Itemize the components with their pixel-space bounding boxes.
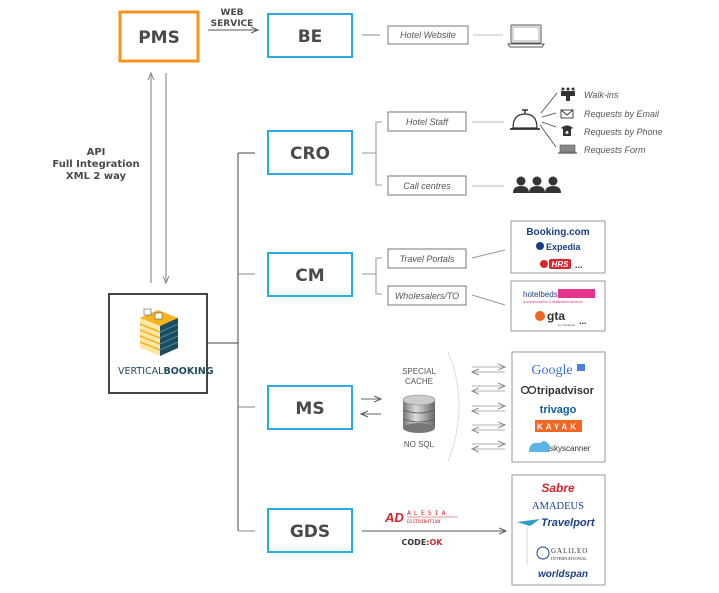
google-hotel-icon [577,364,585,371]
gds-logos: Sabre AMADEUS Travelport GALILEO INTERNA… [511,474,606,586]
galileo-globe-icon [536,546,550,560]
metasearch-logos: Google tripadvisor trivago KAYAK skyscan… [511,351,606,463]
trivago-logo: trivago [540,404,577,416]
gta-logo: gta [547,309,565,323]
walk-ins-icon [561,87,575,101]
amadeus-logo: AMADEUS [532,501,584,512]
wholesalers-more: ... [579,316,587,326]
wholesalers-box [387,285,467,306]
hotelbeds-logo: hotelbeds [523,290,558,299]
cache-label-1: SPECIAL [402,367,436,376]
galileo-logo: GALILEO [551,547,588,555]
be-node: BE [267,13,353,58]
api-label-2: Full Integration [52,159,139,170]
cache-label-2: CACHE [405,377,433,386]
api-label-1: API [87,147,106,158]
laptop-icon [507,24,545,48]
travelport-icon [517,519,540,526]
vertical-booking-node: VERTICALBOOKING [108,293,214,394]
booking-com-logo: Booking.com [526,227,589,238]
vertical-booking-logo-icon [139,308,179,356]
skyscanner-cloud-icon [529,441,550,452]
pms-node: PMS [118,10,200,63]
api-label-3: XML 2 way [66,171,127,182]
travel-portals-box [387,248,467,269]
phone-icon [561,125,573,136]
cm-node: CM [267,252,353,297]
worldspan-logo: worldspan [538,569,588,580]
google-logo: Google [531,363,572,378]
kayak-logo: KAYAK [537,423,579,432]
reception-bell-icon [510,109,540,130]
requests-form-icon [558,144,577,154]
ms-label: MS [295,399,324,419]
web-service-label-1: WEB [221,8,244,18]
expedia-logo: Expedia [546,242,582,252]
hotelbeds-tagline: accommodation & destination services [523,300,583,304]
metasearch-arrows [472,367,505,449]
walk-ins-label: Walk-ins [584,90,619,100]
cache-divider [447,351,460,463]
galileo-international: INTERNATIONAL [551,556,587,561]
call-centre-agents-icon [513,176,561,193]
hotel-website-label: Hotel Website [400,30,456,40]
brand-vertical: VERTICALBOOKING [118,366,214,377]
sabre-logo: Sabre [541,481,575,495]
code-ok-label: CODE:OK [402,538,444,547]
alesia-logo: AD ALESIA DISTRIBUTION [384,509,458,525]
cm-label: CM [295,266,324,286]
gds-label: GDS [290,522,330,542]
tripadvisor-logo: tripadvisor [537,385,595,397]
alesia-name: ALESIA [407,509,448,517]
travel-portals-label: Travel Portals [400,254,455,264]
hotel-staff-label: Hotel Staff [406,117,450,127]
web-service-label-2: SERVICE [211,19,254,29]
kayak-badge [535,420,582,432]
wholesalers-label: Wholesalers/TO [395,291,459,301]
alesia-ad-mark: AD [384,510,404,525]
requests-form-label: Requests Form [584,145,646,155]
travel-portals-more: ... [575,260,583,270]
call-centres-label: Call centres [403,181,451,191]
pms-label: PMS [138,28,180,48]
hotel-website-box [387,25,469,45]
cro-label: CRO [290,144,330,164]
gds-node: GDS [267,508,353,553]
cache-label-3: NO SQL [404,440,435,449]
tripadvisor-owl-icon [520,385,537,395]
travel-portals-logos: Booking.com Expedia HRS ... [510,220,606,274]
cro-node: CRO [267,130,353,175]
gta-icon [535,311,545,321]
wholesalers-logos: hotelbeds accommodation & destination se… [510,280,606,332]
requests-email-label: Requests by Email [584,109,660,119]
hrs-logo: HRS [552,260,570,269]
be-label: BE [298,27,323,47]
call-centres-box [387,175,467,196]
hotel-staff-box [387,111,467,132]
travelport-logo: Travelport [541,517,596,529]
gta-tagline: by Travelport [558,323,576,327]
hrs-icon [540,260,548,268]
ms-node: MS [267,385,353,430]
requests-phone-label: Requests by Phone [584,127,663,137]
database-icon [402,394,436,433]
email-icon [560,109,574,119]
skyscanner-logo: skyscanner [550,444,591,453]
alesia-distribution: DISTRIBUTION [407,519,440,525]
expedia-globe-icon [536,242,544,250]
